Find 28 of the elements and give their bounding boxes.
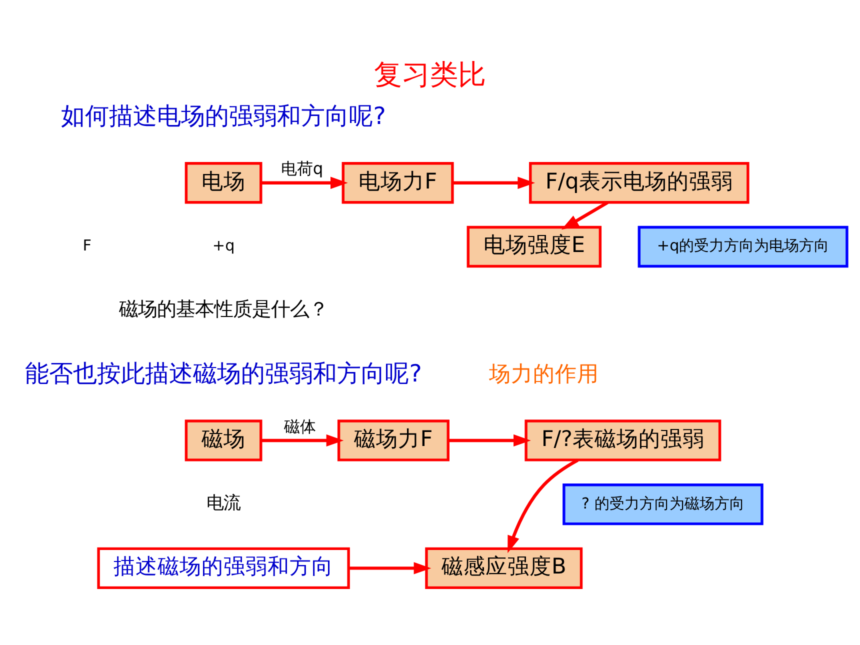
node-box: 描述磁场的强弱和方向 [97,547,350,590]
node-box: F/q表示电场的强弱 [529,162,750,204]
label: 电流 [206,493,241,514]
arrow [448,434,531,447]
node-box: 电场强度E [466,226,602,268]
node-box: +q的受力方向为电场方向 [638,226,848,268]
node-box: F/?表磁场的强弱 [524,420,722,462]
arrow [508,458,579,554]
arrow [261,434,344,447]
diagram-title: 复习类比 [374,58,486,92]
label: +q [212,236,235,255]
edge-label: 电荷q [280,159,324,178]
label: 如何描述电场的强弱和方向呢? [61,102,386,130]
label: 场力的作用 [488,362,599,387]
arrow [348,562,432,574]
label: 磁场的基本性质是什么？ [119,297,328,320]
node-box: 磁感应强度B [425,547,583,590]
node-box: 磁场力F [337,420,450,462]
label: 能否也按此描述磁场的强弱和方向呢? [25,360,422,388]
arrow [260,176,348,189]
arrow [561,201,608,230]
node-box: 磁场 [184,420,262,462]
label: F [82,236,92,255]
edge-label: 磁体 [284,416,316,436]
arrow [452,176,536,189]
node-box: ? 的受力方向为磁场方向 [562,484,764,526]
node-box: 电场力F [342,162,454,204]
node-box: 电场 [184,162,262,204]
